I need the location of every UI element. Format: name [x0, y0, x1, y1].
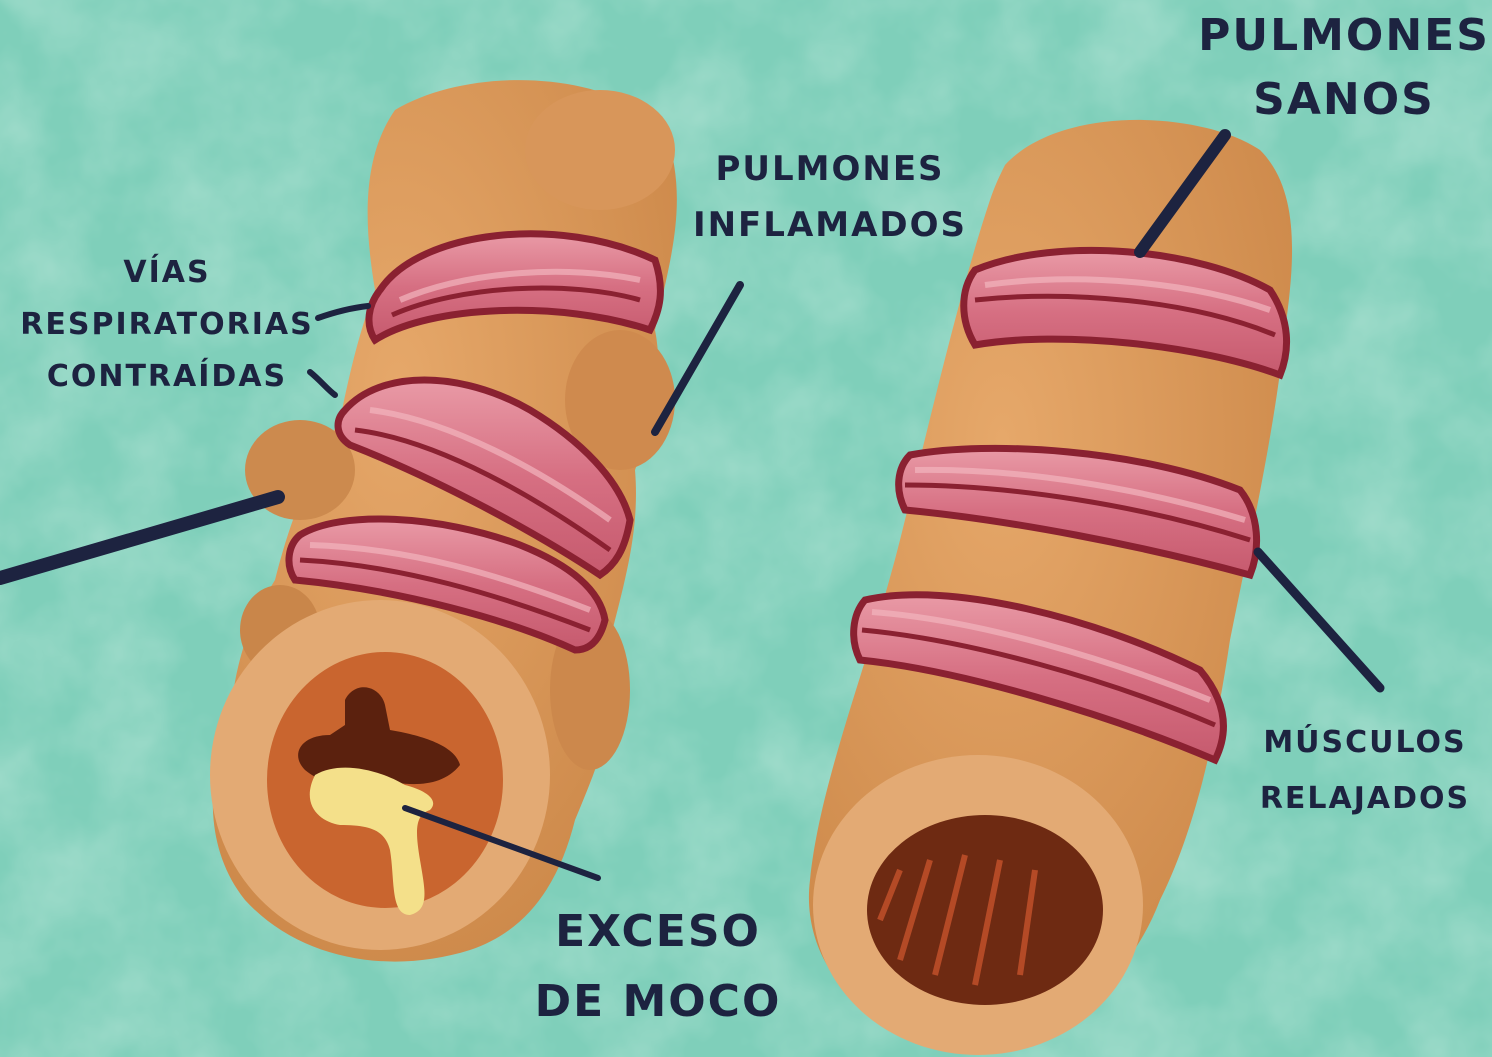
label-healthy-lungs-line1: PULMONES — [1198, 14, 1490, 58]
label-excess-mucus-line1: EXCESO — [528, 910, 788, 954]
label-constricted-airways-line1: VÍAS — [14, 258, 320, 288]
label-healthy-lungs: PULMONES SANOS — [1198, 14, 1490, 122]
label-relaxed-muscles-line2: RELAJADOS — [1245, 784, 1485, 814]
label-inflamed-lungs: PULMONES INFLAMADOS — [688, 152, 972, 242]
inflammation-bump — [525, 90, 675, 210]
label-excess-mucus: EXCESO DE MOCO — [528, 910, 788, 1024]
label-constricted-airways: VÍAS RESPIRATORIAS CONTRAÍDAS — [14, 258, 320, 392]
label-excess-mucus-line2: DE MOCO — [528, 980, 788, 1024]
label-constricted-airways-line2: RESPIRATORIAS — [14, 310, 320, 340]
label-relaxed-muscles-line1: MÚSCULOS — [1245, 728, 1485, 758]
label-relaxed-muscles: MÚSCULOS RELAJADOS — [1245, 728, 1485, 814]
healthy-lumen — [867, 815, 1103, 1005]
label-constricted-airways-line3: CONTRAÍDAS — [14, 362, 320, 392]
label-inflamed-lungs-line1: PULMONES — [688, 152, 972, 186]
label-inflamed-lungs-line2: INFLAMADOS — [688, 208, 972, 242]
label-healthy-lungs-line2: SANOS — [1198, 78, 1490, 122]
